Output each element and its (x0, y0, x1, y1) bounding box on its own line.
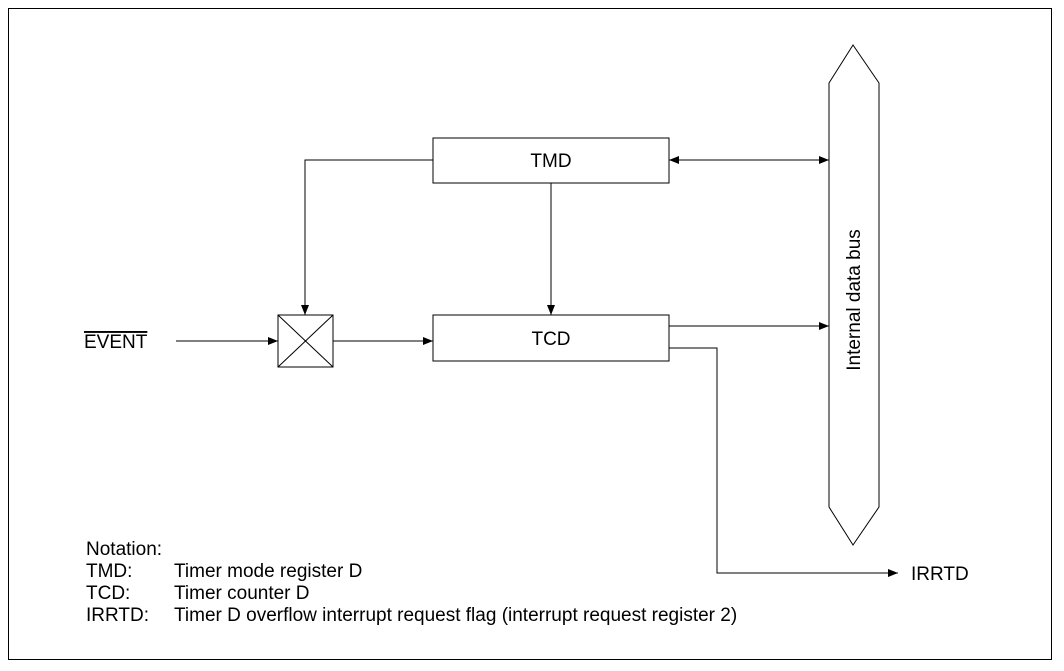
notation-key: TMD: (86, 561, 133, 582)
notation-key: IRRTD: (86, 605, 149, 626)
irrtd-output-label: IRRTD (911, 564, 969, 585)
tmd-label: TMD (530, 151, 571, 172)
tmd-to-gate-arrow (301, 159, 433, 315)
notation-heading: Notation: (86, 539, 163, 560)
notation-row: TCD: Timer counter D (86, 583, 737, 605)
tcd-label: TCD (531, 329, 570, 350)
event-input-label: EVENT (84, 332, 148, 353)
tmd-block (432, 137, 670, 184)
bus-label: Internal data bus (844, 229, 865, 371)
notation-desc: Timer counter D (174, 583, 310, 604)
tcd-to-irrtd-arrow (669, 347, 898, 577)
notation-desc: Timer mode register D (174, 561, 363, 582)
notation-desc: Timer D overflow interrupt request flag … (174, 605, 738, 626)
gate-symbol (277, 314, 334, 368)
internal-data-bus (828, 44, 880, 546)
notation-row: TMD: Timer mode register D (86, 561, 737, 583)
diagram-frame (8, 8, 1052, 660)
notation-row: IRRTD: Timer D overflow interrupt reques… (86, 605, 737, 627)
notation-legend: Notation: TMD: Timer mode register D TCD… (86, 539, 737, 627)
notation-key: TCD: (86, 583, 131, 604)
